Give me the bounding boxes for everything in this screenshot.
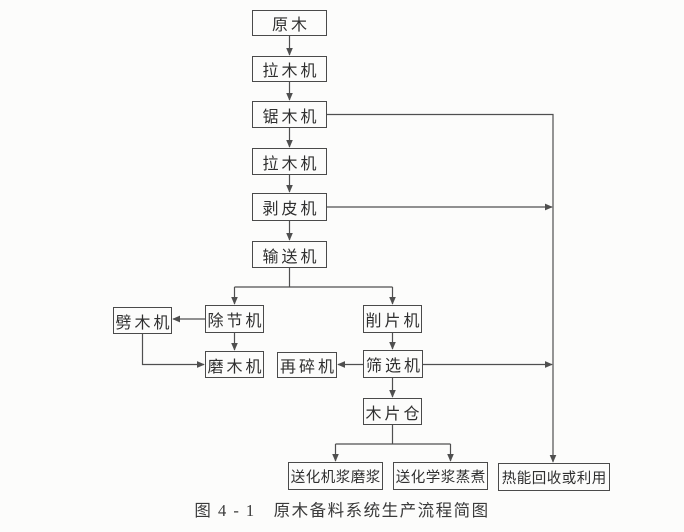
node-shaixuanji: 筛选机	[363, 350, 423, 378]
node-xiaopianji: 削片机	[363, 305, 422, 333]
node-yuanmu: 原木	[252, 10, 327, 36]
node-pimuji: 劈木机	[113, 307, 172, 334]
edge-jumuji-rail-reneng	[327, 113, 557, 463]
node-bopiji: 剥皮机	[252, 193, 327, 221]
node-shusongji: 输送机	[252, 241, 327, 268]
node-chujieji: 除节机	[205, 305, 264, 333]
node-jumuji: 锯木机	[252, 101, 327, 128]
node-zaisuiji: 再碎机	[277, 352, 337, 378]
node-reneng: 热能回收或利用	[498, 463, 610, 491]
node-lamuji-1: 拉木机	[252, 56, 327, 82]
node-song-jijiang: 送化机浆磨浆	[288, 462, 383, 490]
node-momuji: 磨木机	[205, 351, 264, 378]
node-mupiancang: 木片仓	[363, 398, 422, 425]
edge-pimuji-momuji	[141, 334, 205, 368]
node-song-huajiang: 送化学浆蒸煮	[393, 462, 488, 490]
node-lamuji-2: 拉木机	[252, 148, 327, 175]
figure-caption: 图 4 - 1 原木备料系统生产流程简图	[194, 501, 490, 520]
